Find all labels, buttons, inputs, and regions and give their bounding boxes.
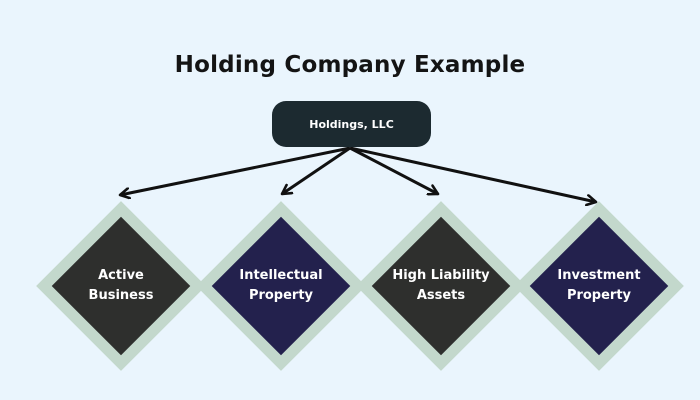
diamond-label: Active Business (88, 268, 154, 303)
connector-arrow-1 (120, 146, 351, 195)
diamond-node-active-business: Active Business (31, 196, 211, 376)
root-node: Holdings, LLC (272, 101, 431, 147)
diamond-label: Intellectual Property (239, 268, 323, 303)
connector-arrow-2 (282, 146, 351, 194)
connector-arrow-3 (349, 146, 438, 194)
page-title: Holding Company Example (174, 52, 526, 78)
diamond-node-high-liability-assets: High Liability Assets (351, 196, 531, 376)
diamond-label: Investment Property (557, 268, 641, 303)
connector-arrow-4 (349, 146, 596, 202)
root-node-label: Holdings, LLC (309, 117, 394, 131)
diamond-node-intellectual-property: Intellectual Property (191, 196, 371, 376)
diamond-node-investment-property: Investment Property (509, 196, 689, 376)
diamond-label: High Liability Assets (392, 268, 490, 303)
